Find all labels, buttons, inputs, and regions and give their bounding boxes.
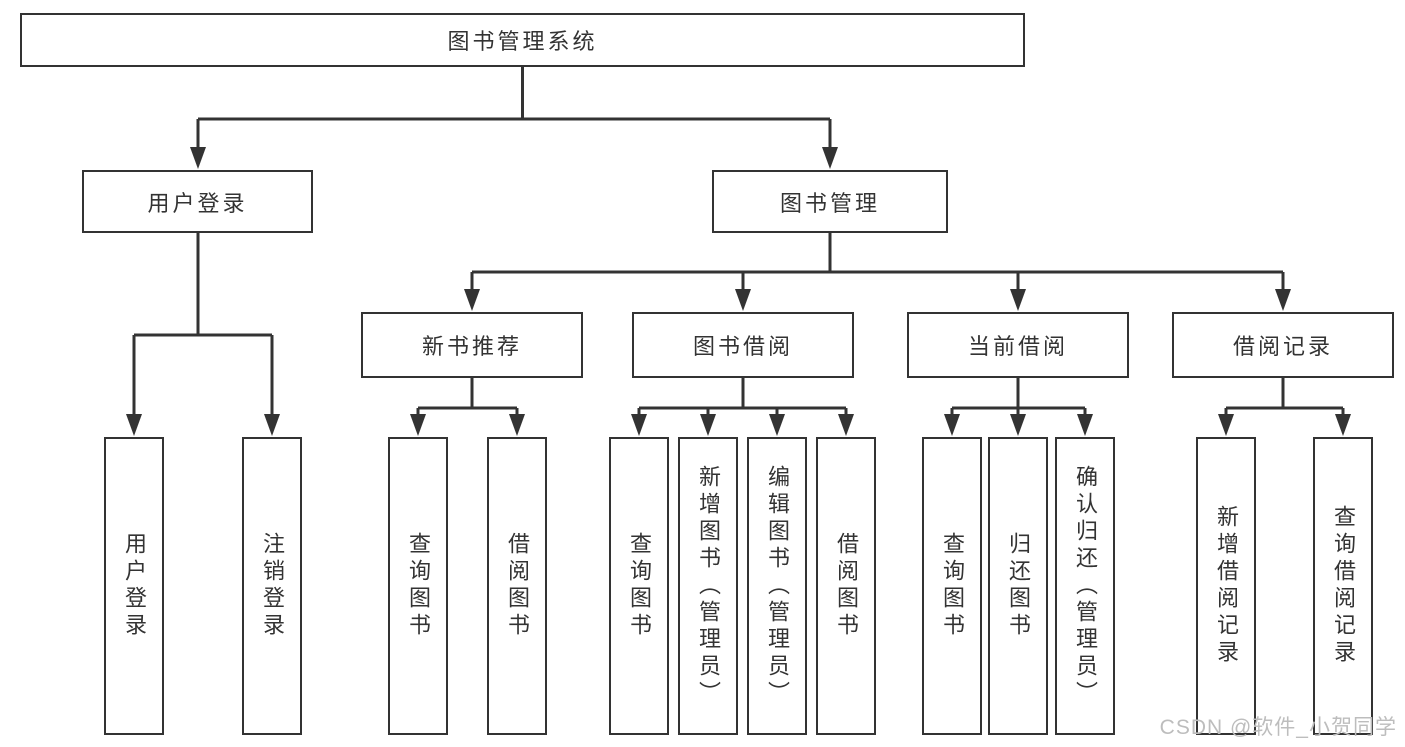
leaf-label: 确认归还（管理员） [1073, 464, 1098, 708]
csdn-watermark: CSDN @软件_小贺同学 [1159, 716, 1397, 739]
leaf-return-books: 归还图书 [988, 437, 1048, 735]
node-borrow-records: 借阅记录 [1172, 312, 1394, 378]
leaf-add-books-admin: 新增图书（管理员） [678, 437, 738, 735]
leaf-label: 编辑图书（管理员） [765, 464, 790, 708]
node-user-login: 用户登录 [82, 170, 313, 233]
leaf-query-borrow-record: 查询借阅记录 [1313, 437, 1373, 735]
leaf-query-books-current: 查询图书 [922, 437, 982, 735]
node-book-borrow: 图书借阅 [632, 312, 854, 378]
leaf-label: 用户登录 [122, 532, 147, 640]
leaf-label: 借阅图书 [505, 532, 530, 640]
leaf-user-login: 用户登录 [104, 437, 164, 735]
leaf-label: 新增图书（管理员） [696, 464, 721, 708]
arrowheads [126, 147, 1351, 436]
leaf-borrow-books: 借阅图书 [816, 437, 876, 735]
leaf-label: 归还图书 [1006, 532, 1031, 640]
leaf-label: 借阅图书 [834, 532, 859, 640]
leaf-borrow-books-recommend: 借阅图书 [487, 437, 547, 735]
leaf-query-books-recommend: 查询图书 [388, 437, 448, 735]
leaf-label: 查询借阅记录 [1331, 505, 1356, 667]
node-current-borrow: 当前借阅 [907, 312, 1129, 378]
leaf-label: 注销登录 [260, 532, 285, 640]
node-library-system: 图书管理系统 [20, 13, 1025, 67]
leaf-confirm-return-admin: 确认归还（管理员） [1055, 437, 1115, 735]
leaf-label: 查询图书 [627, 532, 652, 640]
leaf-label: 新增借阅记录 [1214, 505, 1239, 667]
leaf-label: 查询图书 [406, 532, 431, 640]
leaf-add-borrow-record: 新增借阅记录 [1196, 437, 1256, 735]
leaf-logout: 注销登录 [242, 437, 302, 735]
leaf-query-books-borrow: 查询图书 [609, 437, 669, 735]
leaf-label: 查询图书 [940, 532, 965, 640]
leaf-edit-books-admin: 编辑图书（管理员） [747, 437, 807, 735]
node-new-book-recommend: 新书推荐 [361, 312, 583, 378]
node-book-management: 图书管理 [712, 170, 948, 233]
